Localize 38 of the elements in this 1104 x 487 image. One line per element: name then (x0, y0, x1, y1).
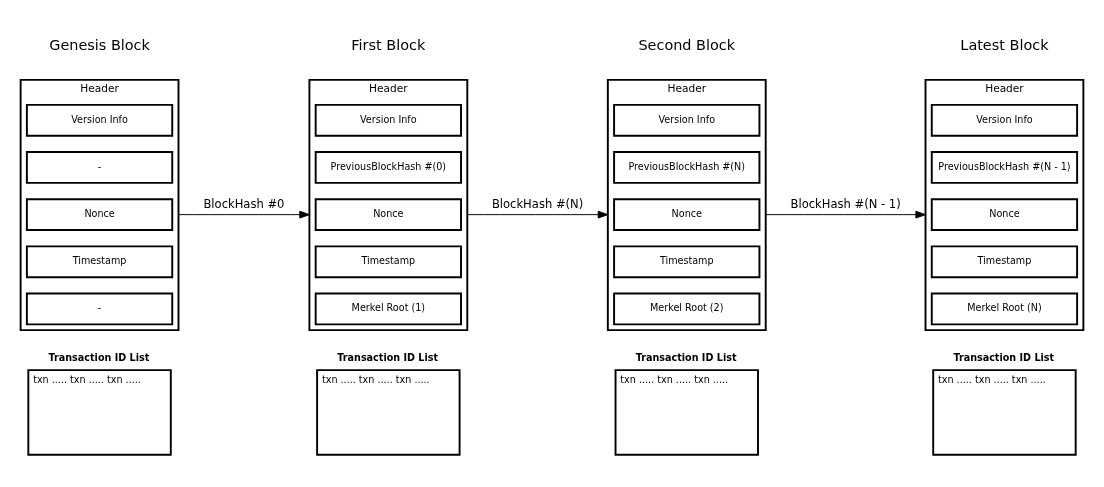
node-box: PreviousBlockHash #(0) (314, 150, 462, 184)
node-box: Version Info (25, 103, 174, 137)
node-box: PreviousBlockHash #(N - 1) (930, 150, 1079, 184)
node-box: Nonce (613, 197, 761, 231)
node-label: Transaction ID List (337, 351, 439, 363)
node-box: Merkel Root (N) (930, 292, 1079, 325)
node-box: Version Info (930, 103, 1079, 137)
node-box: PreviousBlockHash #(N) (613, 150, 761, 184)
node-box: Version Info (314, 103, 462, 137)
node-box: Nonce (25, 197, 174, 231)
node-box: Timestamp (314, 244, 462, 278)
arrow (765, 210, 926, 218)
node-box: txn ..... txn ..... txn ..... (614, 368, 759, 456)
node-box: Timestamp (613, 244, 761, 278)
node-box: txn ..... txn ..... txn ..... (316, 368, 461, 456)
node-box: Merkel Root (2) (613, 292, 761, 325)
node-box: Timestamp (930, 244, 1079, 278)
edge-label: BlockHash #(N - 1) (790, 196, 901, 211)
node-label: Transaction ID List (48, 351, 150, 363)
label: Genesis Block (49, 36, 150, 53)
label: Latest Block (960, 36, 1049, 53)
arrow (466, 210, 609, 218)
node-box: - (25, 150, 174, 184)
node-box: txn ..... txn ..... txn ..... (932, 368, 1077, 456)
node-box: Version Info (613, 103, 761, 137)
edge-label: BlockHash #(N) (491, 196, 584, 211)
node-box: Merkel Root (1) (314, 292, 462, 325)
node-label: Transaction ID List (953, 351, 1055, 363)
arrow (178, 210, 310, 218)
node-label: Transaction ID List (635, 351, 737, 363)
node-box: Nonce (314, 197, 462, 231)
label: First Block (351, 36, 426, 53)
node-box: txn ..... txn ..... txn ..... (27, 368, 172, 456)
edge-label: BlockHash #0 (203, 196, 285, 211)
node-box: Timestamp (25, 244, 174, 278)
node-box: - (25, 292, 174, 325)
node-box: Nonce (930, 197, 1079, 231)
label: Second Block (638, 36, 736, 53)
